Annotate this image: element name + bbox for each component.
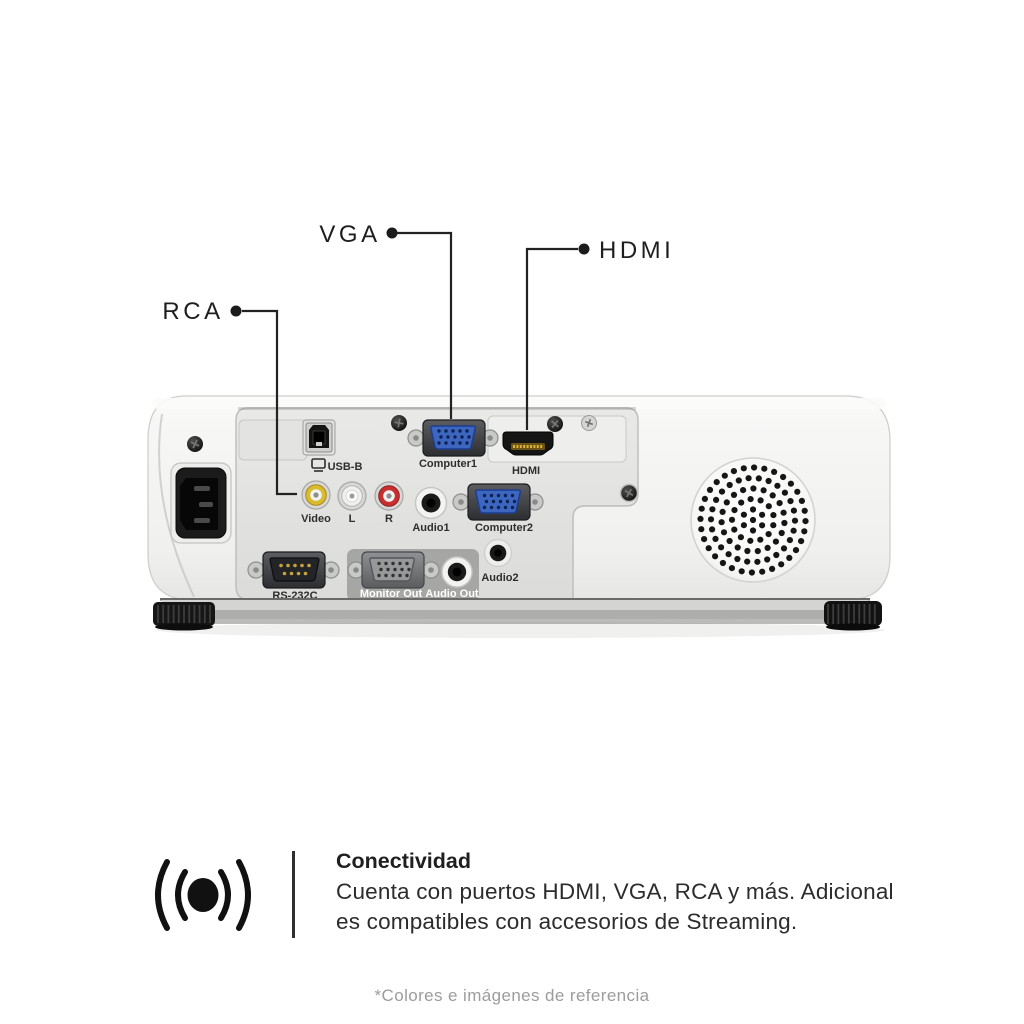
right-foot [824,601,882,631]
computer1-vga-port [407,419,499,457]
hdmi-callout-dot [578,243,590,255]
rca-left-jack [337,481,367,511]
info-line-2: es compatibles con accesorios de Streami… [336,908,798,934]
audio-r-label: R [385,513,393,525]
rca-right-jack [374,481,404,511]
top-rim-highlight [152,398,886,409]
audio-l-label: L [349,513,356,525]
audio2-label: Audio2 [481,572,518,584]
monitor-out-port [347,551,440,589]
connectivity-signal-icon [146,850,258,938]
vga-callout-label: VGA [319,221,380,248]
hdmi-port [502,431,554,456]
callout-hdmi: HDMI [525,237,674,430]
hdmi-callout-label: HDMI [599,237,674,264]
info-title: Conectividad [336,849,471,873]
computer2-label: Computer2 [475,522,533,534]
hdmi-port-label: HDMI [512,465,540,477]
monitor-out-label: Monitor Out [360,588,423,600]
footnote: *Colores e imágenes de referencia [374,986,650,1005]
left-contour-seam [158,413,195,598]
info-line-1: Cuenta con puertos HDMI, VGA, RCA y más.… [336,879,894,904]
floor-shadow [155,622,885,638]
usb-b-label-icon [311,458,326,472]
vga-callout-dot [386,227,398,239]
rs232c-port [247,551,340,589]
info-body: Cuenta con puertos HDMI, VGA, RCA y más.… [336,877,894,936]
projector-body: USB-B Computer1 HDMI [147,395,891,638]
audio2-jack [483,538,513,568]
audio-out-jack [441,556,473,588]
left-foot [153,602,215,631]
audio1-label: Audio1 [412,522,449,534]
panel-top-shadow [238,407,636,410]
usb-recess [238,419,308,461]
audio-out-label: Audio Out [425,588,478,600]
computer2-vga-port [452,483,544,521]
connector-pins [279,429,517,578]
rca-callout-label: RCA [162,298,223,325]
power-inlet-port [170,462,232,544]
callout-vga: VGA [319,221,453,419]
computer1-label: Computer1 [419,458,477,470]
speaker-grille [690,457,816,583]
panel-screws [187,415,639,503]
video-label: Video [301,513,331,525]
callout-rca: RCA [162,298,297,496]
vertical-divider [292,851,295,938]
rca-callout-dot [230,305,242,317]
usb-b-port [302,419,336,456]
rca-video-jack [301,480,331,510]
usb-b-label: USB-B [328,461,363,473]
bottom-base [160,598,870,624]
audio1-jack [414,486,448,520]
